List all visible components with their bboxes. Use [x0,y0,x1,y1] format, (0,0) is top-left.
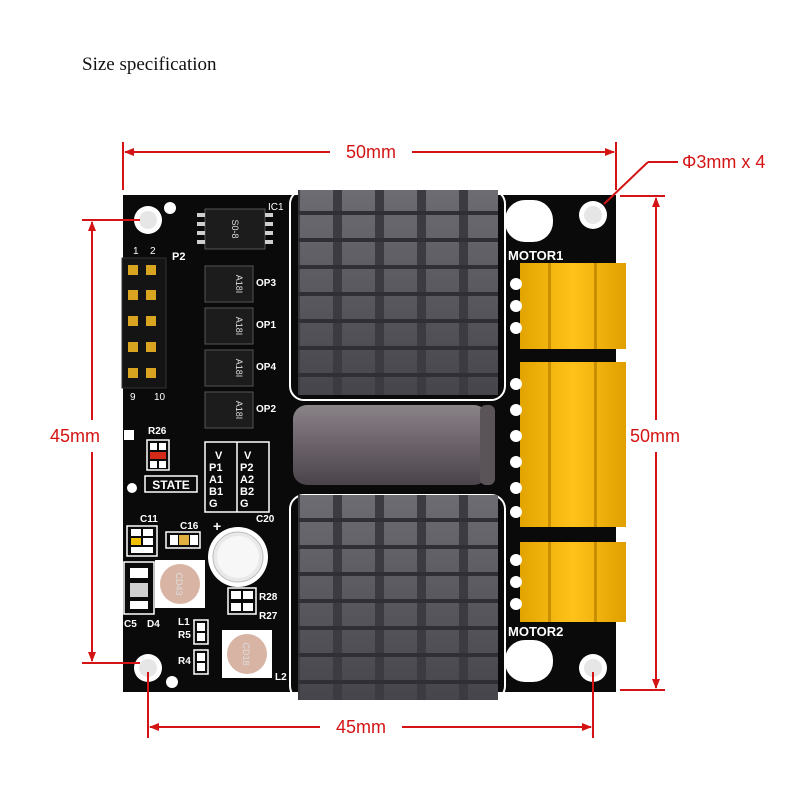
page-title: Size specification [82,54,217,75]
opamp-marking: A18I [234,317,244,336]
inductor2-marking: CD18 [241,642,251,665]
mounting-hole-icon [579,201,607,229]
opamp-marking: A18I [234,401,244,420]
heatsink-bottom [298,495,498,700]
dimension-hole-spec: Φ3mm x 4 [682,152,765,172]
l2-label: L2 [275,672,287,683]
pin-col1-v: V [215,450,223,462]
p2-pin2-label: 2 [150,246,156,257]
dimension-bottom-width: 45mm [336,717,386,737]
inductor-2: CD18 [222,630,272,678]
ic1-marking: S0-8 [230,219,240,238]
opamp-marking: A18I [234,275,244,294]
motor2-label: MOTOR2 [508,624,563,639]
ic1-label: IC1 [268,202,284,213]
dimension-top-width: 50mm [346,142,396,162]
inductor-1: CD43 [155,560,205,608]
r27-label: R27 [259,611,278,622]
pin-col2-p2: P2 [240,462,253,474]
opamp-op4: A18I OP4 [204,349,276,387]
inductor1-marking: CD43 [174,572,184,595]
opamp-label: OP1 [256,320,276,331]
l1-label: L1 [178,617,190,628]
terminal-block-middle [510,362,626,527]
opamp-op3: A18I OP3 [204,265,276,303]
c16-label: C16 [180,521,199,532]
c11-label: C11 [140,514,158,525]
p2-pin1-label: 1 [133,246,139,257]
p2-label: P2 [172,251,185,263]
plus-label: + [213,518,221,534]
c20-label: C20 [256,514,275,525]
pin-col1-a1: A1 [209,474,223,486]
d4-label: D4 [147,619,160,630]
opamp-op2: A18I OP2 [204,391,276,429]
p2-pin10-label: 10 [154,392,166,403]
pin-col2-a2: A2 [240,474,254,486]
pin-col1-p1: P1 [209,462,222,474]
capacitor-c20 [208,527,268,587]
opamp-marking: A18I [234,359,244,378]
p2-header-pins [128,265,156,378]
motor1-label: MOTOR1 [508,248,563,263]
r5-label: R5 [178,630,191,641]
electrolytic-capacitor [293,405,495,485]
heatsink-top [298,190,498,395]
pin-col1-g: G [209,498,218,510]
terminal-block-motor1 [510,263,626,349]
pin-col2-b2: B2 [240,486,254,498]
dimension-right-height: 50mm [630,426,680,446]
terminal-block-motor2 [510,542,626,622]
opamp-op1: A18I OP1 [204,307,276,345]
mounting-hole-icon [134,206,162,234]
r28-label: R28 [259,592,278,603]
pin-col2-v: V [244,450,252,462]
r26-label: R26 [148,426,167,437]
opamp-label: OP2 [256,404,276,415]
pin-col2-g: G [240,498,249,510]
mounting-hole-icon [134,654,162,682]
r4-label: R4 [178,656,191,667]
opamp-label: OP4 [256,362,276,373]
opamp-label: OP3 [256,278,276,289]
state-label: STATE [152,478,190,492]
p2-pin9-label: 9 [130,392,136,403]
c5-label: C5 [124,619,137,630]
pin-col1-b1: B1 [209,486,223,498]
mounting-hole-icon [579,654,607,682]
dimension-left-height: 45mm [50,426,100,446]
ic1-chip [197,208,273,250]
